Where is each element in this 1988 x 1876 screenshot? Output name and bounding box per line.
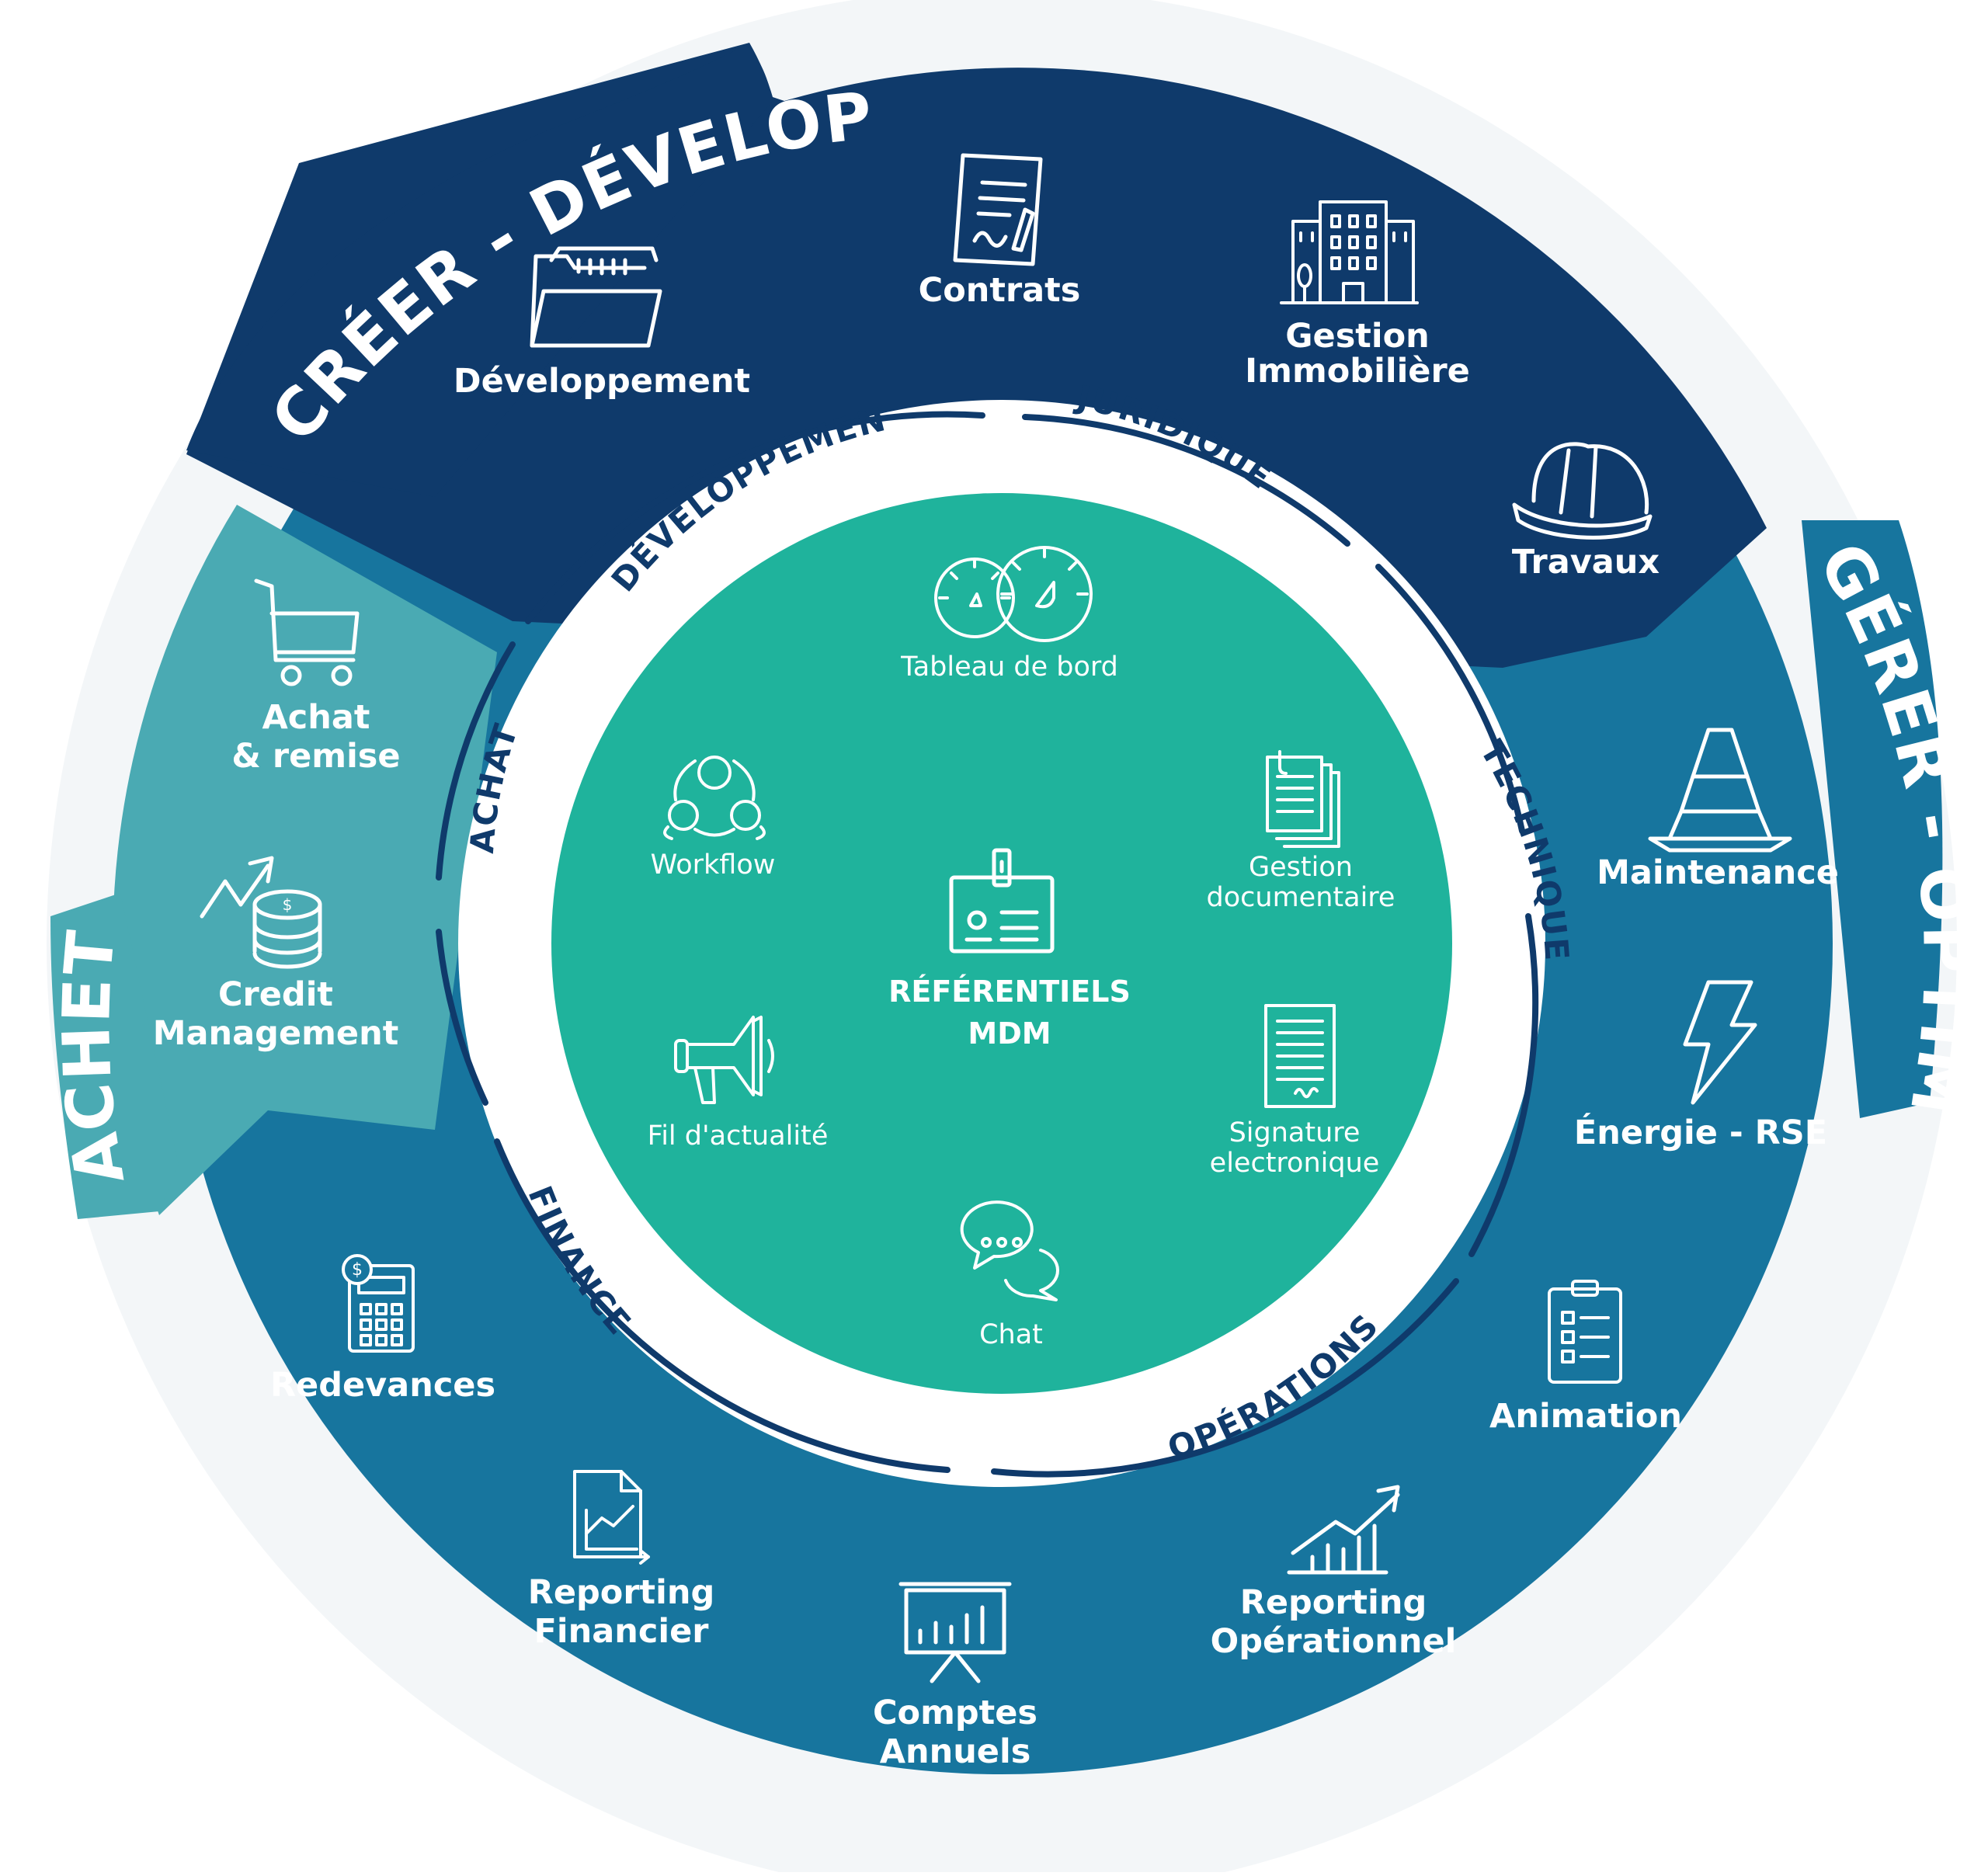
coins-growth-icon bbox=[200, 856, 322, 969]
coin-symbol: $ bbox=[283, 895, 293, 914]
item-credit-label-1: Credit bbox=[218, 975, 333, 1014]
item-achat-remise-label-1: Achat bbox=[262, 698, 370, 737]
bar-chart-growth-icon bbox=[1287, 1485, 1400, 1575]
folder-icon bbox=[530, 246, 662, 348]
item-gestion-doc-label-2: documentaire bbox=[1207, 882, 1395, 913]
segment-gerer-tab bbox=[1802, 520, 1943, 1118]
building-icon bbox=[1280, 200, 1419, 304]
item-gestion-immo-label-1: Gestion bbox=[1285, 317, 1430, 356]
checklist-clipboard-icon bbox=[1548, 1280, 1622, 1384]
segment-creer-tab bbox=[186, 45, 773, 497]
chat-bubbles-icon bbox=[960, 1200, 1059, 1301]
documents-icon bbox=[1266, 750, 1340, 848]
item-reporting-op-label-1: Reporting bbox=[1240, 1583, 1427, 1622]
segment-acheter bbox=[113, 505, 497, 1215]
ring-arcs bbox=[436, 411, 1539, 1478]
id-badge-icon bbox=[949, 848, 1055, 954]
signed-document-icon bbox=[1264, 1004, 1336, 1108]
item-reporting-fin-label-2: Financier bbox=[534, 1612, 710, 1651]
item-maintenance-label: Maintenance bbox=[1597, 853, 1839, 892]
item-tableau-label: Tableau de bord bbox=[900, 651, 1118, 683]
center-label-line-2: MDM bbox=[968, 1016, 1051, 1051]
item-workflow-label: Workflow bbox=[651, 849, 776, 881]
item-credit-label-2: Management bbox=[153, 1014, 399, 1053]
item-fil-label: Fil d'actualité bbox=[648, 1120, 829, 1152]
calculator-icon bbox=[342, 1254, 415, 1353]
report-document-icon bbox=[573, 1470, 650, 1565]
gauge-icon bbox=[934, 546, 1093, 642]
item-animation-label: Animation bbox=[1489, 1397, 1682, 1436]
item-signature-label-2: electronique bbox=[1210, 1148, 1380, 1179]
item-comptes-label-1: Comptes bbox=[873, 1694, 1037, 1732]
shopping-cart-icon bbox=[254, 578, 360, 686]
item-contrats-label: Contrats bbox=[919, 271, 1081, 310]
item-achat-remise-label-2: & remise bbox=[231, 737, 400, 776]
item-chat-label: Chat bbox=[979, 1319, 1043, 1350]
center-circle bbox=[551, 493, 1452, 1394]
megaphone-icon bbox=[674, 1016, 774, 1104]
item-redevances-label: Redevances bbox=[270, 1366, 495, 1405]
traffic-cone-icon bbox=[1648, 728, 1792, 853]
segment-acheter-tab bbox=[50, 893, 179, 1219]
item-gestion-doc-label-1: Gestion bbox=[1249, 852, 1353, 883]
item-reporting-op-label-2: Opérationnel bbox=[1211, 1622, 1457, 1661]
item-comptes-label-2: Annuels bbox=[880, 1732, 1031, 1771]
contract-icon bbox=[953, 153, 1043, 266]
item-reporting-fin-label-1: Reporting bbox=[528, 1573, 715, 1612]
presentation-board-icon bbox=[898, 1582, 1012, 1683]
hard-hat-icon bbox=[1512, 442, 1653, 540]
item-gestion-immo-label-2: Immobilière bbox=[1245, 352, 1470, 391]
item-travaux-label: Travaux bbox=[1512, 543, 1660, 582]
workflow-icon bbox=[663, 756, 766, 840]
calculator-dollar: $ bbox=[352, 1260, 363, 1280]
item-developpement-label: Développement bbox=[454, 362, 750, 401]
lightning-icon bbox=[1683, 980, 1757, 1105]
item-signature-label-1: Signature bbox=[1229, 1117, 1361, 1148]
center-label-line-1: RÉFÉRENTIELS bbox=[888, 974, 1131, 1009]
item-energie-label: Énergie - RSE bbox=[1574, 1113, 1827, 1152]
